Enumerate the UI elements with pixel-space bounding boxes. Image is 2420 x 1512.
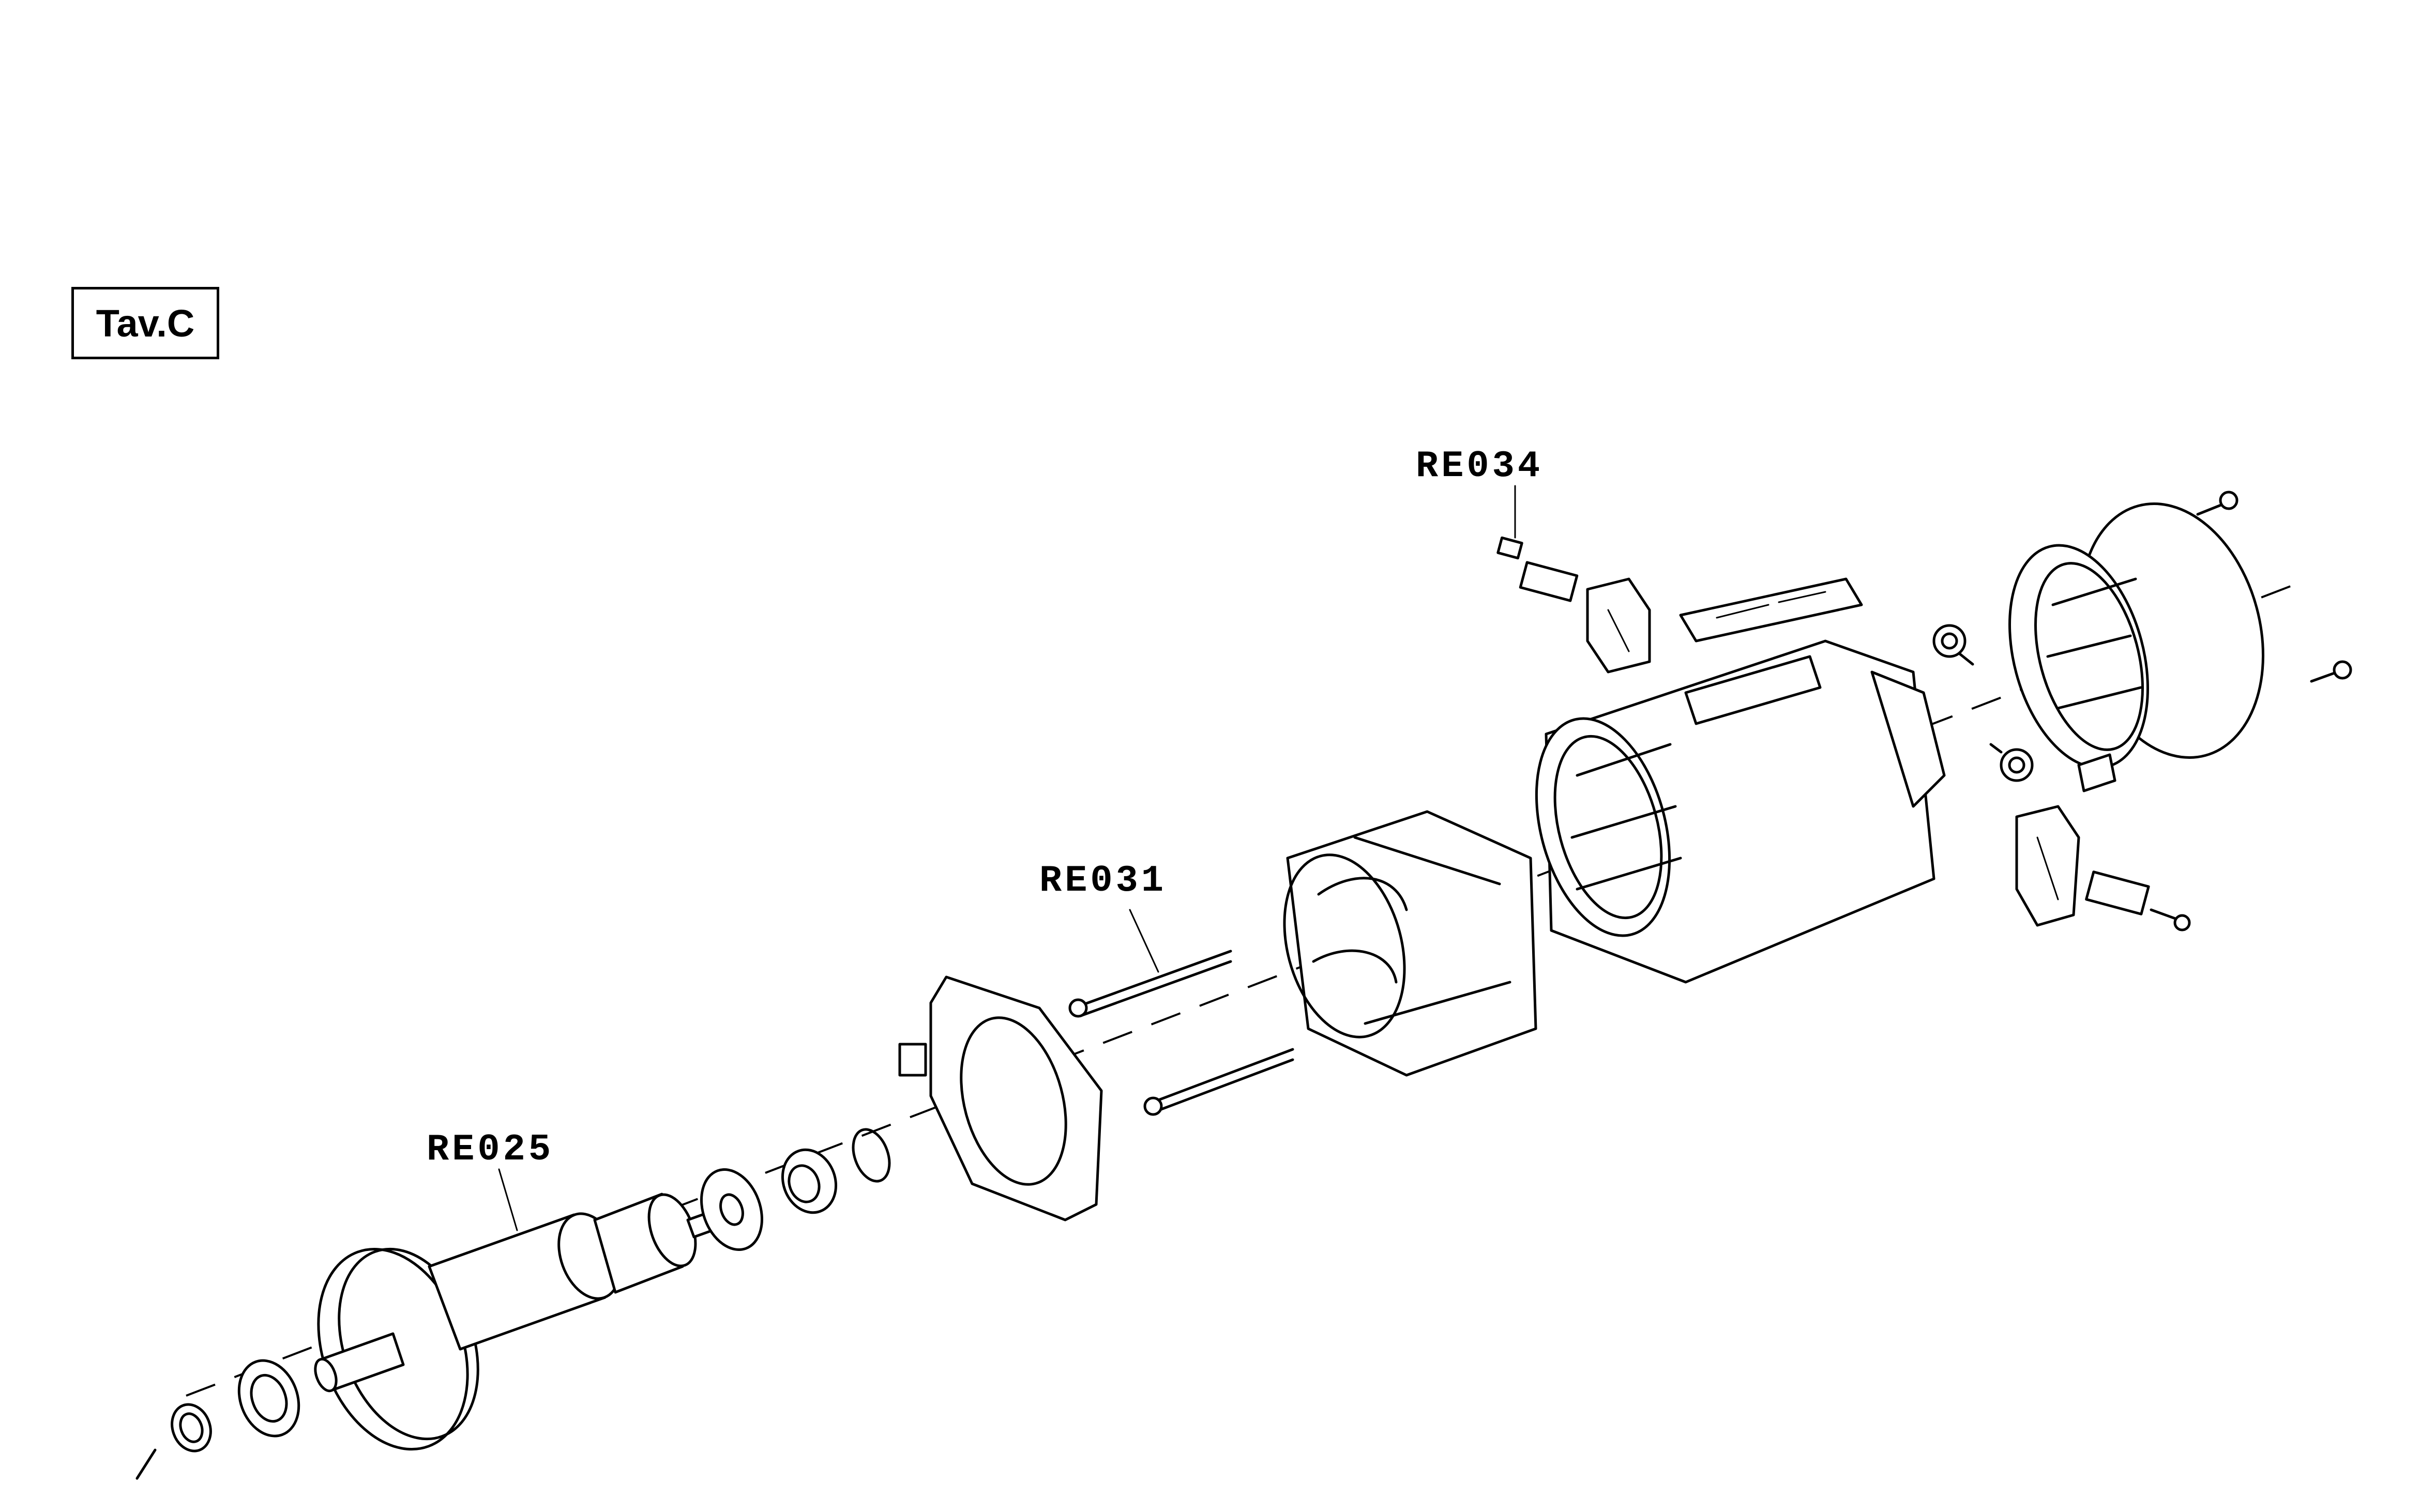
tavola-label-box: Tav.C xyxy=(71,287,219,359)
front-end-plate xyxy=(898,975,1103,1221)
end-bushing xyxy=(135,1403,212,1480)
callout-re034: RE034 xyxy=(1416,445,1544,487)
cover-screws xyxy=(2196,491,2352,683)
field-coil xyxy=(1283,810,1537,1077)
motor-housing xyxy=(1535,639,1946,984)
tavola-label: Tav.C xyxy=(96,301,195,345)
brush-springs xyxy=(1932,624,2034,782)
snap-ring xyxy=(852,1128,891,1183)
washer xyxy=(700,1168,763,1251)
rear-bearing xyxy=(781,1148,838,1214)
rear-cover xyxy=(2008,502,2264,792)
front-bearing xyxy=(237,1359,300,1438)
brush-assembly-bottom xyxy=(2015,805,2191,931)
armature-re025 xyxy=(314,1193,732,1451)
rating-label-plate xyxy=(1679,577,1863,643)
through-bolts-re031 xyxy=(1068,950,1294,1116)
callout-re031: RE031 xyxy=(1039,860,1167,902)
leader-lines xyxy=(498,485,1516,1231)
brush-assembly-top-re034 xyxy=(1496,536,1651,674)
callout-re025: RE025 xyxy=(427,1128,554,1171)
